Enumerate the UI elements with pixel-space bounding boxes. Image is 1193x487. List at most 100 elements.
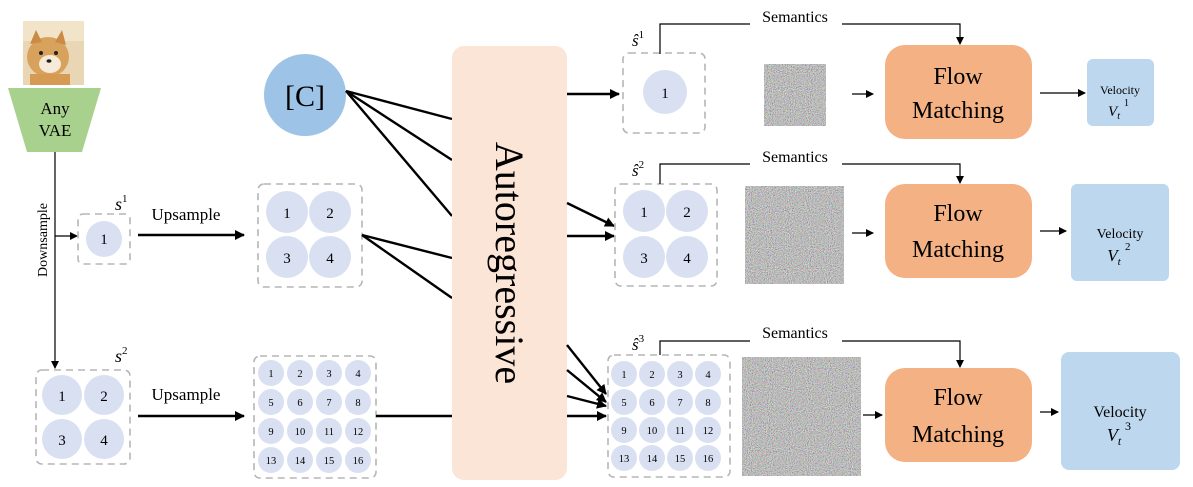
token-circle <box>258 360 284 386</box>
token-circle <box>345 389 371 415</box>
scale-label-s1: s1 <box>115 193 128 214</box>
token-label: 1 <box>268 369 273 380</box>
flow-matching-block-1: Flow Matching <box>885 45 1032 139</box>
token-label: 6 <box>649 398 654 409</box>
velocity-label: Velocity <box>1093 404 1146 421</box>
predicted-scale-1-grid: 1 <box>622 52 706 134</box>
downsample-label: Downsample <box>36 203 51 277</box>
flow-matching-label-line1: Flow <box>933 64 983 90</box>
token-label: 2 <box>649 370 654 381</box>
token-label: 2 <box>297 369 302 380</box>
class-token-label: [C] <box>285 80 325 113</box>
velocity-label: Velocity <box>1097 227 1144 242</box>
token-label: 2 <box>100 389 108 405</box>
token-label: 1 <box>661 86 669 102</box>
upsample-label-2: Upsample <box>152 385 221 404</box>
token-circle <box>345 360 371 386</box>
token-label: 1 <box>640 205 648 221</box>
token-label: 6 <box>297 398 302 409</box>
token-label: 11 <box>675 426 685 437</box>
token-circle <box>287 447 313 473</box>
token-label: 13 <box>619 454 630 465</box>
token-circle <box>611 389 637 415</box>
token-label: 4 <box>683 251 691 267</box>
token-label: 4 <box>355 369 361 380</box>
autoregressive-block <box>452 46 567 480</box>
token-label: 3 <box>326 369 331 380</box>
svg-text:s2: s2 <box>115 345 128 366</box>
predicted-scale-label-3: ŝ3 <box>632 333 645 354</box>
flow-matching-block-3: Flow Matching <box>885 368 1032 462</box>
velocity-block-2: Velocity Vt 2 <box>1071 184 1169 281</box>
class-token-circle <box>264 54 346 136</box>
inputs-to-autoregressive-lines <box>345 89 453 418</box>
flow-matching-label-line2: Matching <box>912 98 1004 124</box>
token-label: 4 <box>326 251 334 267</box>
autoregressive-label: Autoregressive <box>487 142 532 384</box>
token-label: 1 <box>58 389 66 405</box>
token-label: 15 <box>324 456 335 467</box>
token-label: 8 <box>705 398 710 409</box>
token-circle <box>639 445 665 471</box>
token-circle <box>287 360 313 386</box>
scale-2-token-grid: 1 2 3 4 <box>35 369 131 465</box>
token-label: 12 <box>353 427 364 438</box>
token-circle <box>316 360 342 386</box>
token-circle <box>639 389 665 415</box>
velocity-superscript-3: 3 <box>1125 419 1131 433</box>
token-circle <box>611 417 637 443</box>
token-label: 3 <box>677 370 682 381</box>
upsample-label-1: Upsample <box>152 205 221 224</box>
token-circle <box>316 447 342 473</box>
token-circle <box>258 447 284 473</box>
token-label: 16 <box>353 456 364 467</box>
velocity-symbol-1: Vt <box>1108 104 1120 122</box>
token-label: 16 <box>703 454 714 465</box>
semantics-label-1: Semantics <box>762 9 828 26</box>
token-label: 3 <box>640 251 648 267</box>
scale-1-token-grid: 1 <box>77 213 131 265</box>
token-label: 9 <box>268 427 273 438</box>
token-label: 4 <box>100 433 108 449</box>
svg-text:ŝ3: ŝ3 <box>632 333 645 354</box>
token-label: 2 <box>326 206 334 222</box>
token-circle <box>695 417 721 443</box>
token-label: 14 <box>647 454 658 465</box>
vae-encoder-shape <box>8 88 101 152</box>
token-label: 10 <box>647 426 658 437</box>
token-label: 7 <box>677 398 682 409</box>
token-circle <box>667 389 693 415</box>
token-circle <box>287 389 313 415</box>
flow-matching-label-line1: Flow <box>933 201 983 227</box>
predicted-scale-label-2: ŝ2 <box>632 159 644 180</box>
token-label: 15 <box>675 454 686 465</box>
velocity-superscript-2: 2 <box>1125 241 1131 253</box>
scale-label-s2: s2 <box>115 345 128 366</box>
predicted-scale-label-1: ŝ1 <box>632 29 644 50</box>
token-circle <box>258 389 284 415</box>
token-label: 2 <box>683 205 691 221</box>
token-circle <box>667 417 693 443</box>
velocity-label: Velocity <box>1100 83 1140 97</box>
autoregressive-output-arrows <box>566 89 620 421</box>
token-label: 5 <box>268 398 273 409</box>
token-label: 12 <box>703 426 714 437</box>
gaussian-noise-image-icon <box>764 64 826 126</box>
token-label: 10 <box>295 427 306 438</box>
token-circle <box>611 361 637 387</box>
token-circle <box>258 418 284 444</box>
token-circle <box>316 418 342 444</box>
token-circle <box>695 361 721 387</box>
token-label: 13 <box>266 456 277 467</box>
token-label: 1 <box>100 232 108 248</box>
token-circle <box>667 361 693 387</box>
token-circle <box>695 389 721 415</box>
token-circle <box>639 417 665 443</box>
token-label: 14 <box>295 456 306 467</box>
token-circle <box>611 445 637 471</box>
token-circle <box>639 361 665 387</box>
token-circle <box>287 418 313 444</box>
token-label: 1 <box>621 370 626 381</box>
velocity-block-1: Velocity Vt 1 <box>1087 59 1154 126</box>
